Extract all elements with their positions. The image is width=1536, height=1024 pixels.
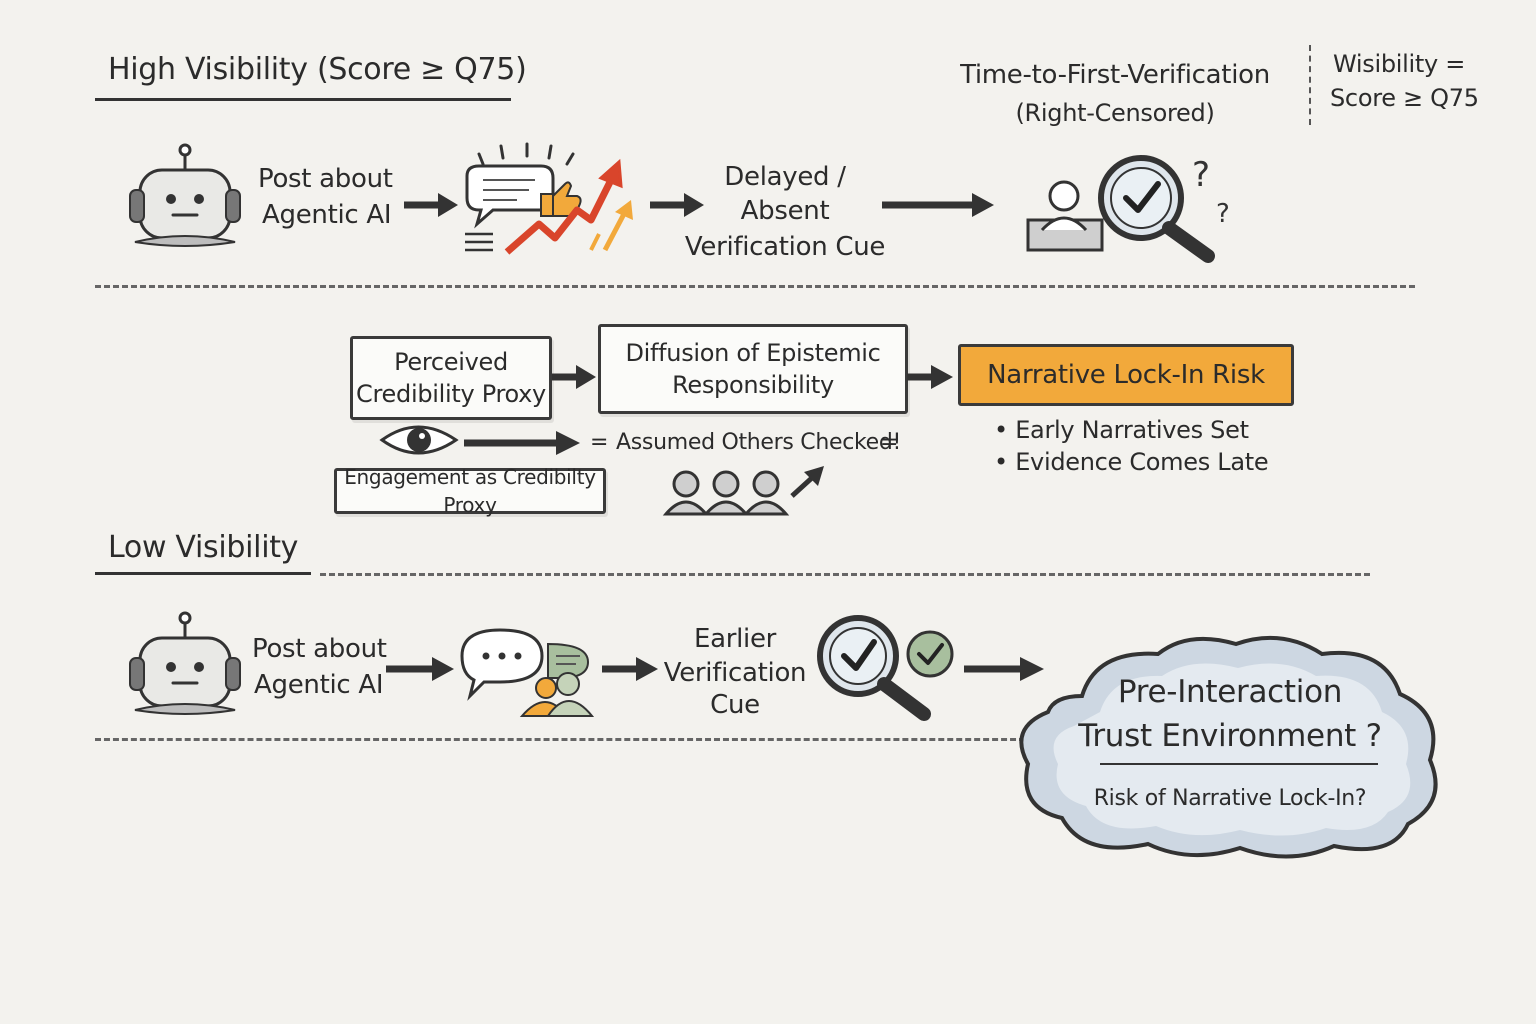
- high-cue-line-1: Delayed /: [724, 162, 846, 192]
- diffusion-box-line-1: Diffusion of Epistemic: [625, 339, 881, 367]
- bullet-item: Early Narratives Set: [994, 414, 1268, 446]
- flow-arrow: [552, 365, 596, 389]
- lockin-bullets: Early Narratives Set Evidence Comes Late: [994, 414, 1268, 478]
- ttfv-title: Time-to-First-Verification: [960, 60, 1270, 90]
- low-post-line-1: Post about: [252, 634, 387, 664]
- cloud-shape: [1019, 635, 1438, 859]
- trending-arrow-icon: [465, 142, 633, 255]
- proxy-box-line-1: Perceived: [394, 348, 508, 376]
- perceived-credibility-box: Perceived Credibility Proxy: [350, 336, 552, 420]
- flow-arrow: [882, 193, 994, 217]
- flow-arrow: [404, 193, 458, 217]
- high-cue-line-2: Absent: [740, 196, 830, 226]
- high-post-line-1: Post about: [258, 164, 393, 194]
- flow-arrow: [464, 431, 580, 455]
- svg-text:?: ?: [1216, 199, 1230, 229]
- ttfv-subtitle: (Right-Censored): [1015, 99, 1215, 127]
- high-visibility-title: High Visibility (Score ≥ Q75): [108, 52, 527, 87]
- robot-icon: [129, 611, 241, 715]
- low-post-line-2: Agentic AI: [254, 670, 384, 700]
- flow-arrow: [386, 657, 454, 681]
- cloud-subtitle: Risk of Narrative Lock-In?: [1093, 786, 1367, 811]
- flow-arrow: [964, 657, 1044, 681]
- section-divider: [320, 573, 1370, 576]
- cloud-title-line-2: Trust Environment ?: [1078, 718, 1382, 754]
- assumed-others-checked: Assumed Others Checked!: [616, 430, 902, 455]
- diffusion-box-line-2: Responsibility: [672, 371, 834, 399]
- proxy-box-line-2: Credibility Proxy: [356, 380, 546, 408]
- flow-arrow: [602, 657, 658, 681]
- robot-icon: [129, 143, 241, 247]
- user-icon: [1026, 180, 1104, 252]
- title-underline: [95, 572, 311, 575]
- emphasis-marks-left: =: [590, 430, 609, 455]
- chat-bubble-icon: [460, 628, 595, 717]
- check-circle-icon: [906, 630, 954, 678]
- low-cue-line-1: Earlier: [693, 624, 777, 654]
- section-divider: [95, 285, 1415, 288]
- legend-line-2: Score ≥ Q75: [1330, 84, 1479, 112]
- flow-arrow: [907, 365, 953, 389]
- emphasis-marks-right: =: [880, 430, 899, 455]
- eye-icon: [379, 425, 459, 455]
- legend-line-1: Wisibility =: [1333, 50, 1466, 78]
- engagement-proxy-box: Engagement as Credibilty Proxy: [334, 465, 606, 517]
- narrative-lockin-box: Narrative Lock-In Risk: [958, 344, 1294, 406]
- question-mark-icon: ?: [1192, 155, 1210, 195]
- low-visibility-title: Low Visibility: [108, 530, 299, 565]
- diffusion-box: Diffusion of Epistemic Responsibility: [598, 324, 908, 414]
- section-divider: [95, 738, 1025, 741]
- title-underline: [95, 98, 511, 101]
- bullet-item: Evidence Comes Late: [994, 446, 1268, 478]
- high-post-line-2: Agentic AI: [262, 200, 392, 230]
- low-cue-line-2: Verification: [663, 658, 807, 688]
- thumbs-up-icon: [540, 181, 582, 217]
- magnifier-check-icon: ? ?: [1026, 155, 1230, 263]
- cloud-title-line-1: Pre-Interaction: [1117, 674, 1343, 710]
- high-cue-line-3: Verification Cue: [684, 232, 886, 262]
- flow-arrow: [650, 193, 704, 217]
- magnifier-check-icon: [817, 615, 954, 721]
- people-group-icon: [662, 466, 824, 516]
- legend-divider: [1309, 45, 1311, 125]
- low-cue-line-3: Cue: [710, 690, 760, 720]
